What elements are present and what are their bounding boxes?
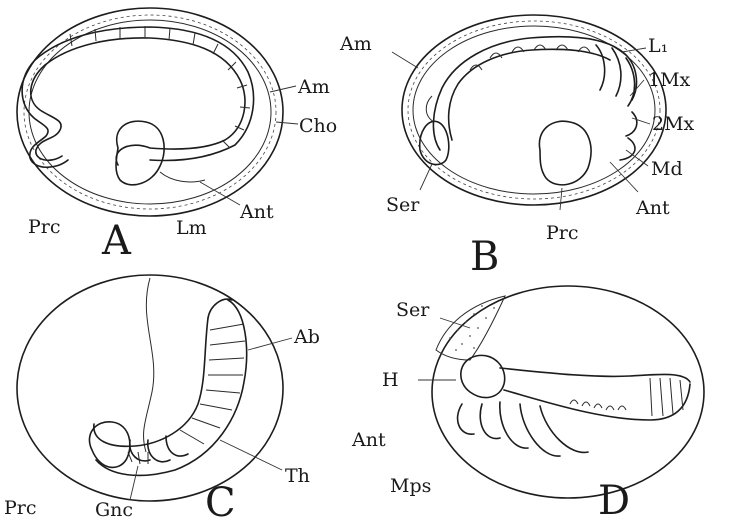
body-dorsal-d	[500, 368, 690, 382]
label-am-b: Am	[339, 33, 372, 55]
yolk-line-c	[144, 278, 154, 452]
label-gnc-c: Gnc	[95, 499, 133, 521]
gnathal-appendages-c	[128, 452, 148, 464]
label-ant-a: Ant	[239, 201, 274, 223]
chorion-line-a	[24, 15, 276, 209]
germ-band-inner-a	[22, 27, 253, 167]
panel-b: Am L₁ 1Mx 2Mx Md Ant Ser Prc B	[339, 15, 695, 280]
germ-band-b	[433, 37, 636, 150]
label-prc-a: Prc	[28, 216, 61, 238]
abdomen-tip-c	[208, 299, 232, 318]
tail-b	[426, 96, 434, 122]
panel-letter-d: D	[598, 478, 630, 522]
mouthparts-d	[458, 402, 588, 456]
leader-prc-b	[560, 188, 562, 210]
amnion-line-b	[408, 21, 660, 199]
label-cho-a: Cho	[299, 115, 337, 137]
label-ser-b: Ser	[386, 194, 420, 216]
abdomen-band-c-outer	[96, 300, 247, 475]
leader-cho-a	[276, 122, 298, 124]
leader-2mx-b	[632, 118, 650, 124]
label-ser-d: Ser	[396, 299, 430, 321]
labrum-a	[160, 172, 205, 182]
label-ant-b: Ant	[635, 197, 670, 219]
procephalon-a	[116, 121, 164, 185]
egg-outline-a	[17, 8, 283, 216]
label-am-a: Am	[297, 76, 330, 98]
label-ant-d: Ant	[351, 429, 386, 451]
leader-th-c	[220, 440, 282, 470]
label-ab-c: Ab	[293, 326, 320, 348]
label-2mx-b: 2Mx	[652, 113, 695, 135]
label-mps-d: Mps	[390, 475, 431, 497]
leader-ser-b	[420, 164, 432, 190]
amnion-line-a	[29, 20, 271, 204]
panel-c: Ab Th Prc Gnc C	[4, 275, 320, 522]
panel-letter-a: A	[101, 218, 132, 264]
leader-am-a	[270, 86, 296, 92]
panel-d: Ser H Ant Mps D	[351, 286, 704, 522]
panel-letter-c: C	[205, 480, 236, 522]
serosa-cap-d	[436, 296, 505, 360]
label-md-b: Md	[651, 158, 683, 180]
panel-a: Am Cho Ant Lm Prc A	[17, 8, 337, 264]
leader-am-b	[392, 52, 418, 68]
egg-outline-d	[432, 286, 704, 498]
label-prc-c: Prc	[4, 497, 37, 519]
abdomen-band-c	[94, 318, 208, 446]
label-prc-b: Prc	[546, 222, 579, 244]
leader-gnc-c	[130, 466, 138, 500]
label-l1-b: L₁	[648, 35, 668, 57]
segments-c	[180, 324, 245, 444]
serosa-stipple-d	[449, 305, 495, 351]
germ-band-a	[31, 38, 245, 165]
egg-outline-b	[402, 15, 666, 205]
panel-letter-b: B	[470, 234, 499, 280]
procephalon-b	[539, 121, 591, 185]
label-th-c: Th	[285, 465, 310, 487]
germ-band-b-inner	[449, 49, 610, 140]
label-h-d: H	[382, 369, 399, 391]
label-1mx-b: 1Mx	[648, 69, 691, 91]
head-d	[461, 355, 505, 397]
dorsal-segments-d	[570, 400, 626, 410]
label-lm-a: Lm	[176, 217, 207, 239]
